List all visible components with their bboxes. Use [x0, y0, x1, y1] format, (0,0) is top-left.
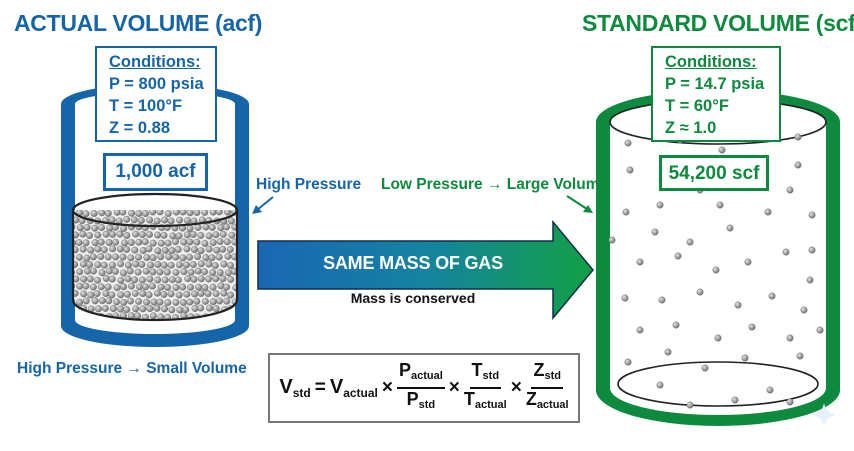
high-pressure-pointer	[252, 196, 274, 214]
low-pressure-large-volume-label: Low Pressure → Large Volume	[381, 176, 609, 193]
formula-times: ×	[381, 377, 393, 398]
same-mass-arrow	[257, 219, 594, 321]
formula-v-actual: Vactual	[329, 376, 378, 400]
actual-pressure: P = 800 psia	[109, 75, 204, 93]
standard-volume-value: 54,200 scf	[659, 155, 769, 191]
high-pressure-label: High Pressure	[256, 176, 362, 193]
standard-volume-title: STANDARD VOLUME (scf)	[582, 10, 854, 36]
actual-volume-value: 1,000 acf	[103, 153, 208, 191]
volume-conversion-formula: Vstd = Vactual × Pactual Pstd × Tstd Tac…	[268, 353, 580, 423]
standard-temperature: T = 60°F	[665, 97, 729, 115]
standard-z-factor: Z ≈ 1.0	[665, 119, 717, 137]
actual-volume-title: ACTUAL VOLUME (acf)	[14, 10, 263, 36]
high-pressure-small-volume-label: High Pressure → Small Volume	[17, 360, 247, 377]
sparkle-icon	[812, 403, 836, 427]
same-mass-label: SAME MASS OF GAS	[323, 253, 503, 273]
standard-pressure: P = 14.7 psia	[665, 75, 765, 93]
actual-temperature: T = 100°F	[109, 97, 183, 115]
formula-equals: =	[314, 377, 326, 398]
formula-times: ×	[510, 377, 522, 398]
formula-pressure-ratio: Pactual Pstd	[396, 360, 445, 411]
actual-conditions-heading: Conditions:	[109, 53, 201, 71]
formula-z-ratio: Zstd Zactual	[525, 360, 569, 411]
low-pressure-pointer	[566, 195, 593, 213]
standard-conditions-heading: Conditions:	[665, 53, 757, 71]
actual-conditions-box: Conditions: P = 800 psia T = 100°F Z = 0…	[95, 46, 217, 142]
actual-gas-molecules	[71, 192, 239, 322]
standard-conditions-box: Conditions: P = 14.7 psia T = 60°F Z ≈ 1…	[651, 46, 781, 142]
formula-temperature-ratio: Tstd Tactual	[463, 360, 507, 411]
formula-times: ×	[448, 377, 460, 398]
mass-conserved-label: Mass is conserved	[350, 290, 476, 306]
actual-z-factor: Z = 0.88	[109, 119, 170, 137]
formula-lhs: Vstd	[279, 376, 311, 400]
